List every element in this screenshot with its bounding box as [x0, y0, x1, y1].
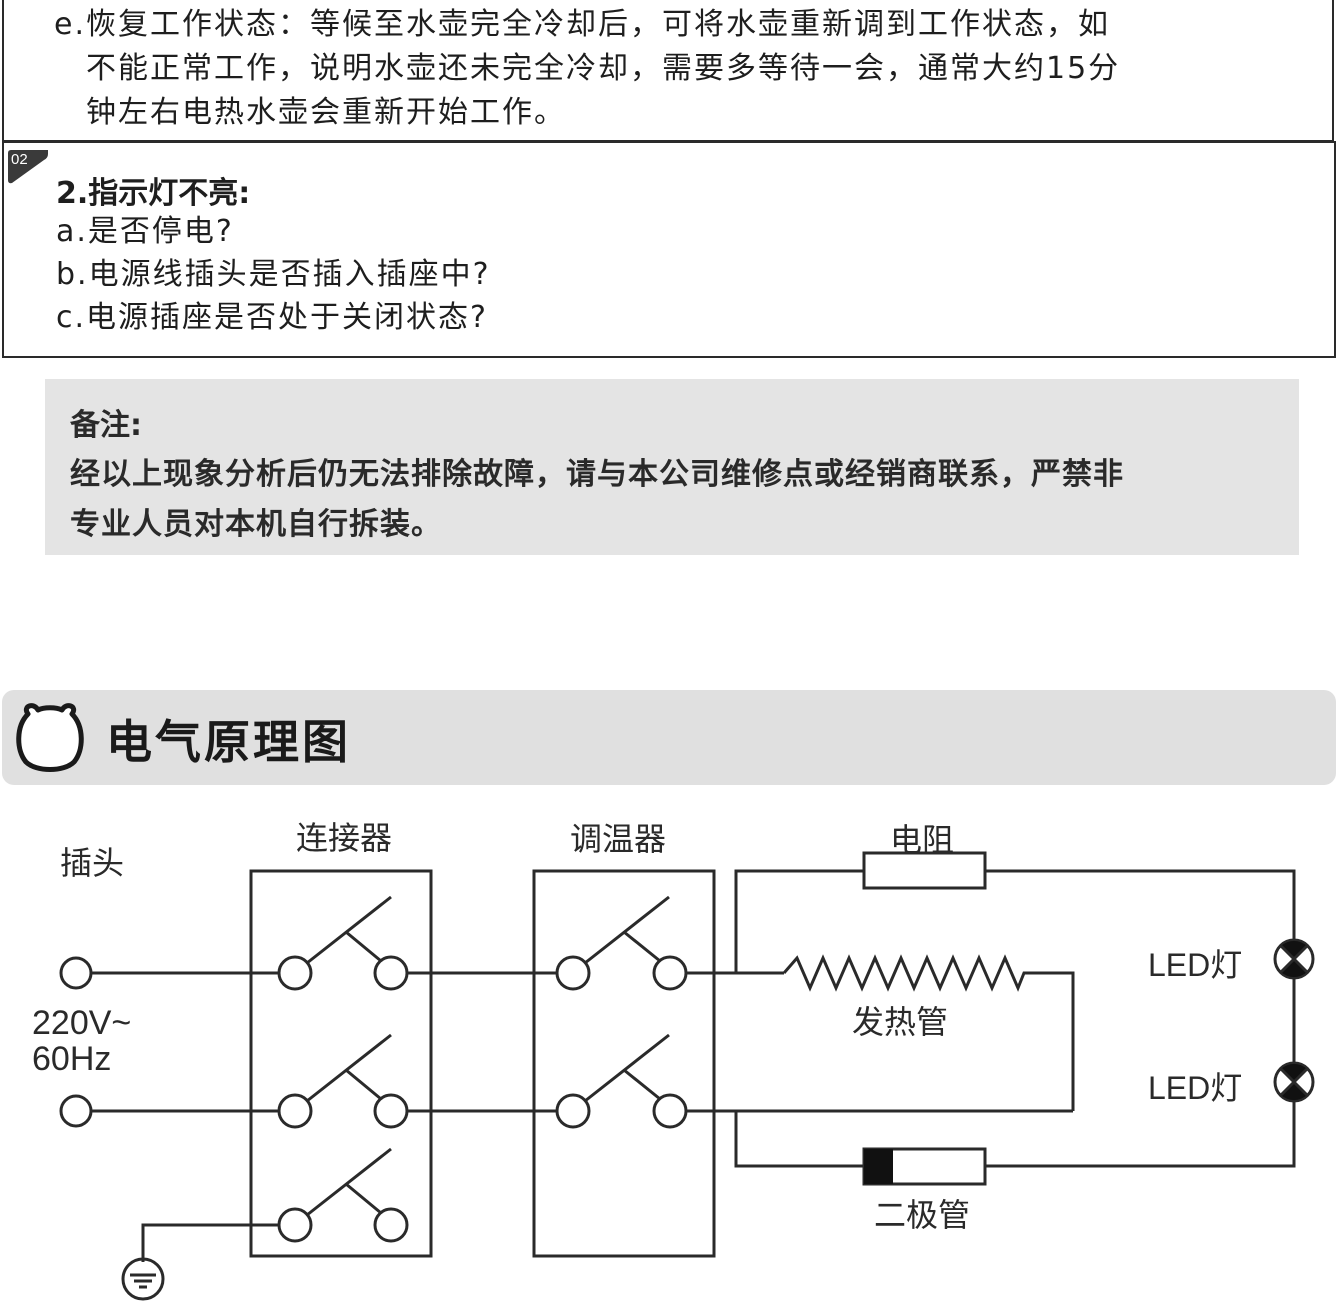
led-2 — [1273, 1061, 1315, 1103]
section-tag-number: 02 — [11, 151, 28, 168]
frequency-label: 60Hz — [32, 1040, 112, 1078]
ground-symbol — [121, 1257, 165, 1301]
item-e-line3: 钟左右电热水壶会重新开始工作。 — [86, 95, 566, 130]
led1-label: LED灯 — [1148, 947, 1243, 983]
item-e-line1: e.恢复工作状态：等候至水壶完全冷却后，可将水壶重新调到工作状态，如 — [54, 7, 1110, 42]
heater-label: 发热管 — [852, 1003, 949, 1041]
thermostat-box — [532, 869, 716, 1258]
plug-terminal-1 — [59, 956, 93, 990]
troubleshoot-box-2 — [2, 141, 1336, 358]
section2-heading: 2.指示灯不亮: — [56, 176, 251, 211]
connector-box — [249, 869, 433, 1258]
item-a: a.是否停电? — [56, 214, 234, 249]
section-header-bar — [2, 690, 1336, 785]
note-line1: 经以上现象分析后仍无法排除故障，请与本公司维修点或经销商联系，严禁非 — [70, 457, 1124, 492]
plug-label: 插头 — [60, 844, 125, 882]
note-title: 备注: — [70, 408, 142, 443]
resistor-label: 电阻 — [890, 821, 955, 859]
thermostat-label: 调温器 — [570, 820, 667, 858]
led2-label: LED灯 — [1148, 1070, 1243, 1106]
item-c: c.电源插座是否处于关闭状态? — [56, 300, 488, 335]
plug-terminal-2 — [59, 1094, 93, 1128]
item-b: b.电源线插头是否插入插座中? — [56, 257, 491, 292]
item-e-line2: 不能正常工作，说明水壶还未完全冷却，需要多等待一会，通常大约15分 — [86, 51, 1121, 86]
bear-face-icon — [16, 703, 84, 772]
note-box — [45, 379, 1299, 555]
led-1 — [1273, 938, 1315, 980]
voltage-label: 220V~ — [32, 1004, 132, 1042]
connector-label: 连接器 — [296, 819, 393, 857]
circuit-diagram — [59, 851, 1315, 1301]
note-line2: 专业人员对本机自行拆装。 — [70, 507, 442, 542]
diode-label: 二极管 — [874, 1196, 971, 1234]
section-title: 电气原理图 — [106, 715, 351, 769]
heater-coil — [782, 954, 1075, 1111]
diode-cathode-bar — [864, 1149, 893, 1184]
section-tag-icon — [8, 150, 48, 184]
